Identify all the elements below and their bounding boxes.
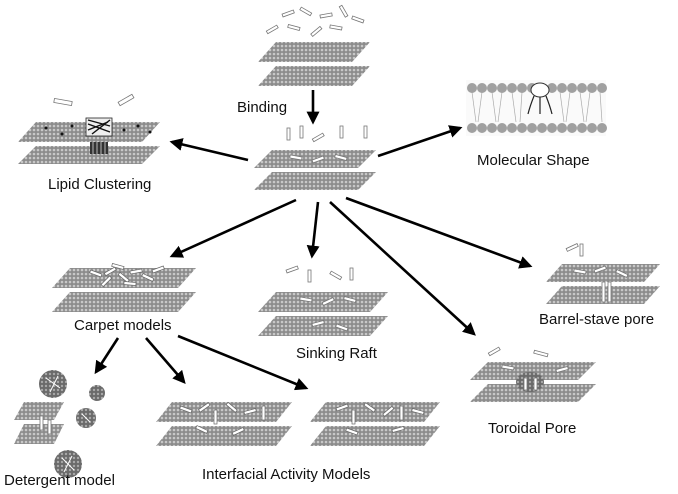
central-membrane	[254, 125, 376, 190]
binding-label: Binding	[237, 99, 287, 116]
arrow-to-barrel-stave	[345, 196, 533, 269]
interfacial-activity-illustration-1	[156, 401, 292, 446]
detergent-model-label: Detergent model	[4, 472, 115, 489]
toroidal-pore-label: Toroidal Pore	[488, 420, 576, 437]
toroidal-pore-membrane	[470, 346, 596, 402]
barrel-stave-label: Barrel-stave pore	[539, 311, 654, 328]
carpet-models-label: Carpet models	[74, 317, 172, 334]
binding-membrane	[258, 4, 370, 86]
arrow-to-carpet-models	[169, 198, 297, 258]
molecular-shape-illustration	[466, 80, 607, 136]
arrow-to-toroidal-pore	[329, 201, 476, 336]
arrows	[94, 90, 533, 391]
lipid-clustering-illustration	[18, 93, 160, 164]
arrow-to-interfacial-2	[177, 334, 309, 391]
barrel-stave-membrane	[546, 243, 660, 304]
arrow-to-sinking-raft	[306, 201, 320, 259]
detergent-model-illustration	[14, 370, 105, 478]
carpet-models-membrane	[52, 263, 196, 312]
arrow-to-interfacial-1	[145, 337, 186, 384]
lipid-clustering-label: Lipid Clustering	[48, 176, 151, 193]
sinking-raft-membrane	[258, 265, 388, 336]
arrow-to-lipid-clustering	[169, 138, 249, 162]
interfacial-activity-label: Interfacial Activity Models	[202, 466, 370, 483]
interfacial-activity-illustration-2	[310, 402, 440, 446]
sinking-raft-label: Sinking Raft	[296, 345, 378, 362]
molecular-shape-label: Molecular Shape	[477, 152, 590, 169]
arrow-to-detergent-model	[94, 337, 120, 375]
arrow-to-molecular-shape	[377, 125, 463, 158]
